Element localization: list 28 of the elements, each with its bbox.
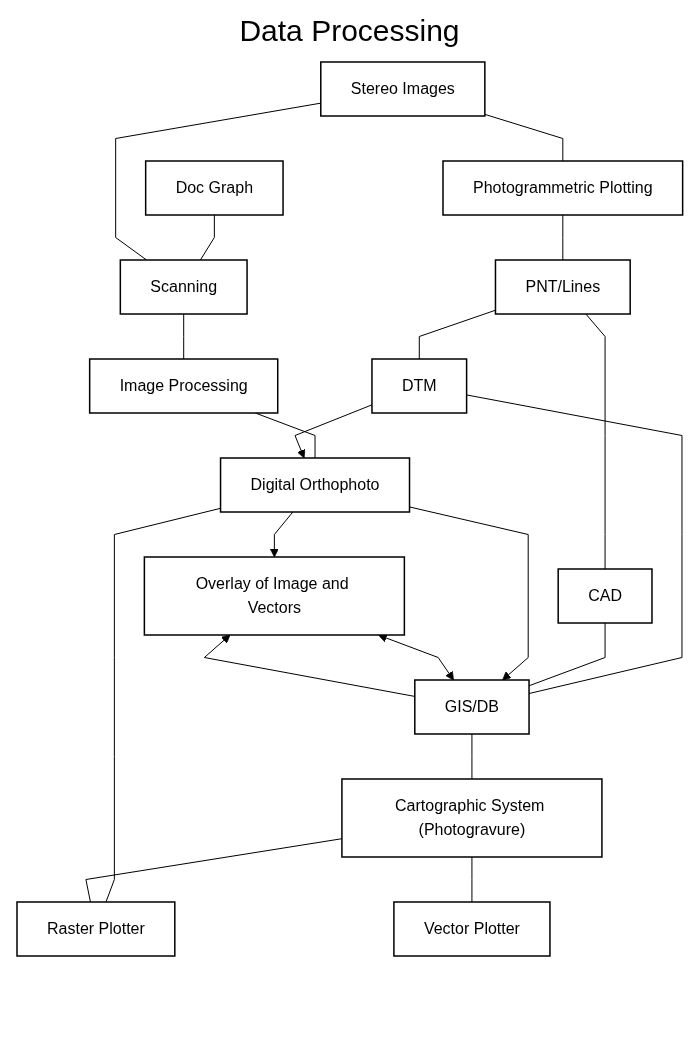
diagram-title: Data Processing — [238, 14, 461, 48]
node-box: Image Processing — [88, 358, 279, 414]
connector — [418, 309, 496, 360]
node-box: Raster Plotter — [15, 901, 176, 957]
arrow — [203, 634, 415, 697]
node-box: GIS/DB — [413, 679, 530, 735]
connector — [182, 313, 184, 360]
connector — [484, 113, 563, 162]
node-box: DTM — [370, 358, 468, 414]
node-box: Stereo Images — [319, 61, 486, 117]
connector — [471, 733, 473, 780]
node-box: Cartographic System (Photogravure) — [340, 778, 603, 858]
node-box: Doc Graph — [144, 160, 284, 216]
connector — [528, 622, 606, 687]
node-box: Vector Plotter — [392, 901, 551, 957]
connector — [199, 214, 215, 261]
arrow — [269, 511, 293, 558]
node-box: PNT/Lines — [494, 259, 631, 315]
connector — [585, 313, 606, 570]
node-box: Scanning — [119, 259, 248, 315]
node-box: Overlay of Image and Vectors — [143, 556, 405, 636]
node-box: Photogrammetric Plotting — [441, 160, 684, 216]
connector — [114, 102, 321, 261]
node-box: Digital Orthophoto — [219, 457, 410, 513]
connector — [562, 214, 563, 261]
connector — [471, 856, 473, 903]
connector — [105, 507, 221, 903]
node-box: CAD — [557, 568, 653, 624]
